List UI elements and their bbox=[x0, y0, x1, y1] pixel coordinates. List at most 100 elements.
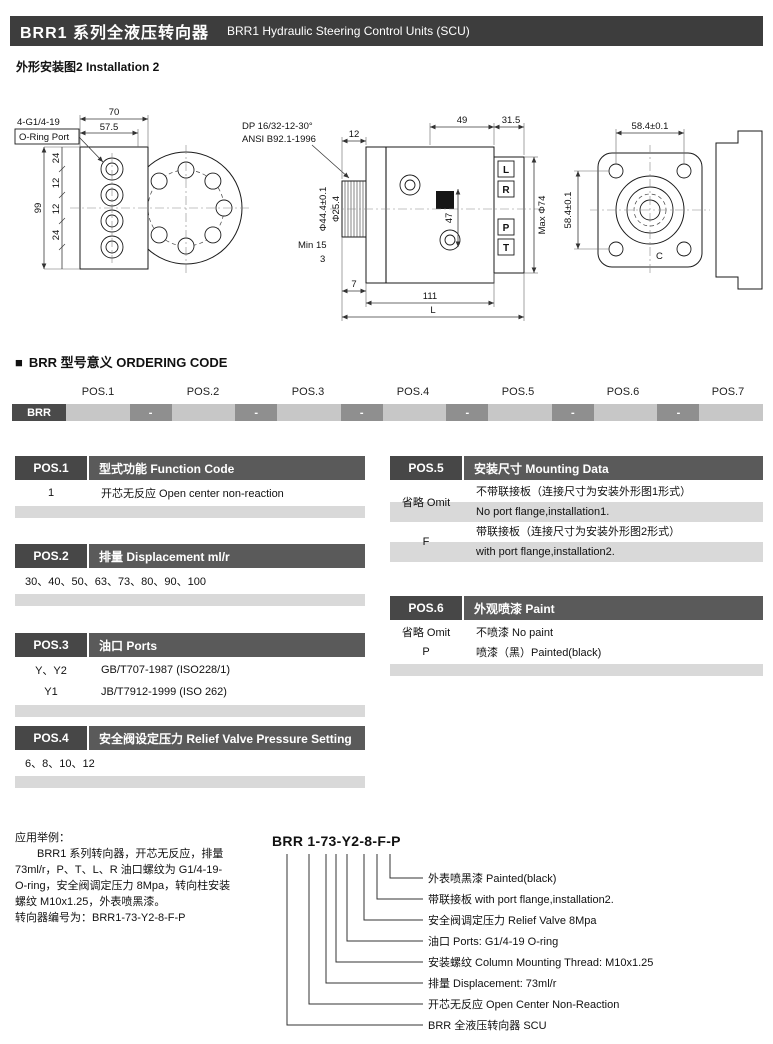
leader-line bbox=[376, 854, 423, 900]
leader-line bbox=[389, 854, 423, 879]
pos4-label: POS.4 bbox=[396, 386, 430, 398]
code-pos7-box bbox=[699, 404, 764, 421]
port-letter-l: L bbox=[503, 165, 509, 176]
pos6-row2-code: P bbox=[422, 646, 430, 658]
pos5-row2-code: F bbox=[422, 536, 430, 548]
pos5-header-label: POS.5 bbox=[390, 456, 462, 480]
table-row: 6、8、10、12 bbox=[15, 752, 365, 774]
pos6-table: POS.6 外观喷漆 Paint 省略 Omit 不喷漆 No paint P … bbox=[390, 596, 763, 676]
code-leader-lines bbox=[286, 854, 423, 1026]
dim-12b: 12 bbox=[51, 204, 62, 215]
table-row: P 喷漆（黑）Painted(black) bbox=[390, 642, 763, 662]
label-c: C bbox=[656, 251, 663, 262]
pos5-row1-code: 省略 Omit bbox=[401, 497, 451, 509]
code-callout-ports: 油口 Ports: G1/4-19 O-ring bbox=[428, 936, 559, 948]
dim-57-5: 57.5 bbox=[100, 122, 119, 133]
code-prefix-box: BRR bbox=[12, 404, 66, 421]
code-dash-box: - bbox=[129, 404, 172, 421]
pos5-table: POS.5 安装尺寸 Mounting Data 不带联接板（连接尺寸为安装外形… bbox=[390, 456, 763, 562]
bolt-hole bbox=[608, 241, 624, 257]
pos1-row-code: 1 bbox=[47, 487, 55, 499]
rear-view-drawing: 58.4±0.1 58.4±0.1 C bbox=[563, 121, 763, 290]
port-box bbox=[497, 238, 515, 256]
ordering-code-bar: BRR - - - - - - bbox=[12, 404, 764, 421]
port-thread-label: 4-G1/4-19 bbox=[17, 117, 60, 128]
port-box bbox=[497, 218, 515, 236]
port-letter-r: R bbox=[502, 185, 510, 196]
pos6-label: POS.6 bbox=[606, 386, 640, 398]
pos3-row1-code: Y、Y2 bbox=[35, 665, 67, 677]
dim-d44-4: Φ44.4±0.1 bbox=[318, 187, 329, 232]
pos3-row2-desc: JB/T7912-1999 (ISO 262) bbox=[101, 686, 227, 698]
table-footer-strip bbox=[15, 594, 365, 606]
port-box bbox=[497, 180, 515, 198]
port-box bbox=[497, 160, 515, 178]
example-line: O-ring，安全阀调定压力 8Mpa，转向柱安装 bbox=[15, 880, 231, 892]
pos1-header-title: 型式功能 Function Code bbox=[89, 456, 365, 480]
pos5-row1-desc-cn: 不带联接板（连接尺寸为安装外形图1形式） bbox=[476, 486, 692, 498]
pos2-values: 30、40、50、63、73、80、90、100 bbox=[25, 576, 206, 588]
code-pos1-box bbox=[66, 404, 130, 421]
dim-7: 7 bbox=[351, 279, 356, 290]
pos1-row-desc: 开芯无反应 Open center non-reaction bbox=[101, 488, 284, 500]
code-pos3-box bbox=[277, 404, 341, 421]
dim-24a: 24 bbox=[51, 153, 62, 164]
table-row-group: 带联接板（连接尺寸为安装外形图2形式） with port flange,ins… bbox=[390, 522, 763, 562]
port-letter-t: T bbox=[503, 243, 509, 254]
dim-111: 111 bbox=[423, 291, 437, 302]
page-title-cn: BRR1 系列全液压转向器 bbox=[20, 25, 210, 42]
pos3-row2-code: Y1 bbox=[44, 686, 58, 698]
application-example: 应用举例： BRR1 系列转向器，开芯无反应，排量 73ml/r，P、T、L、R… bbox=[15, 830, 273, 926]
dim-min-15: Min 15 bbox=[298, 240, 327, 251]
table-row: 1 开芯无反应 Open center non-reaction bbox=[15, 482, 365, 504]
dim-31-5: 31.5 bbox=[502, 115, 521, 126]
dim-12a: 12 bbox=[51, 178, 62, 189]
leader-line bbox=[325, 854, 423, 984]
front-section-view-drawing: L R P T DP 16/32-12-30° ANSI B92.1-1996 … bbox=[242, 115, 548, 321]
code-pos4-box bbox=[382, 404, 447, 421]
pos7-label: POS.7 bbox=[711, 386, 745, 398]
pos3-header-title: 油口 Ports bbox=[89, 633, 365, 657]
pos1-header-label: POS.1 bbox=[15, 456, 87, 480]
pos6-row1-code: 省略 Omit bbox=[401, 627, 451, 639]
example-model-code: BRR 1-73-Y2-8-F-P bbox=[272, 833, 401, 849]
pos5-row2-desc-cn: 带联接板（连接尺寸为安装外形图2形式） bbox=[476, 526, 681, 538]
pos6-row1-desc: 不喷漆 No paint bbox=[476, 627, 554, 639]
pos3-label: POS.3 bbox=[291, 386, 325, 398]
column-bracket-plate bbox=[715, 130, 763, 290]
table-footer-strip bbox=[15, 705, 365, 717]
code-callout-displacement: 排量 Displacement: 73ml/r bbox=[428, 978, 557, 990]
dim-max-d74: Max Φ74 bbox=[537, 196, 548, 235]
table-row: 30、40、50、63、73、80、90、100 bbox=[15, 570, 365, 592]
code-dash-box: - bbox=[235, 404, 278, 421]
code-dash-box: - bbox=[340, 404, 383, 421]
dim-99: 99 bbox=[33, 203, 44, 214]
pos3-header-label: POS.3 bbox=[15, 633, 87, 657]
pos5-row2-desc-en: with port flange,installation2. bbox=[390, 542, 763, 562]
dim-12-spline: 12 bbox=[349, 129, 360, 140]
oring-port-label: O-Ring Port bbox=[19, 132, 70, 143]
code-callout-thread: 安装螺纹 Column Mounting Thread: M10x1.25 bbox=[428, 957, 654, 969]
bolt-hole bbox=[608, 163, 624, 179]
pos2-header-title: 排量 Displacement ml/r bbox=[89, 544, 365, 568]
position-labels-row: POS.1 POS.2 POS.3 POS.4 POS.5 POS.6 POS.… bbox=[0, 386, 773, 400]
code-dash-box: - bbox=[551, 404, 594, 421]
code-pos2-box bbox=[171, 404, 236, 421]
pos4-header-label: POS.4 bbox=[15, 726, 87, 750]
ordering-code-section-title: ■BRR 型号意义 ORDERING CODE bbox=[15, 352, 227, 371]
section-mark-square bbox=[436, 191, 454, 209]
example-line: BRR1 系列转向器，开芯无反应，排量 bbox=[37, 848, 224, 860]
leader-line bbox=[335, 854, 423, 963]
table-row: Y、Y2 GB/T707-1987 (ISO228/1) bbox=[15, 659, 365, 681]
code-dash-box: - bbox=[446, 404, 489, 421]
table-footer-strip bbox=[15, 506, 365, 518]
example-line: 73ml/r，P、T、L、R 油口螺纹为 G1/4-19- bbox=[15, 864, 223, 876]
dim-3: 3 bbox=[320, 254, 325, 265]
leader-line bbox=[286, 854, 423, 1026]
page-title-en: BRR1 Hydraulic Steering Control Units (S… bbox=[227, 24, 470, 38]
table-footer-strip bbox=[15, 776, 365, 788]
pos5-label: POS.5 bbox=[501, 386, 535, 398]
dim-total-l: L bbox=[430, 305, 435, 316]
pos6-header-label: POS.6 bbox=[390, 596, 462, 620]
